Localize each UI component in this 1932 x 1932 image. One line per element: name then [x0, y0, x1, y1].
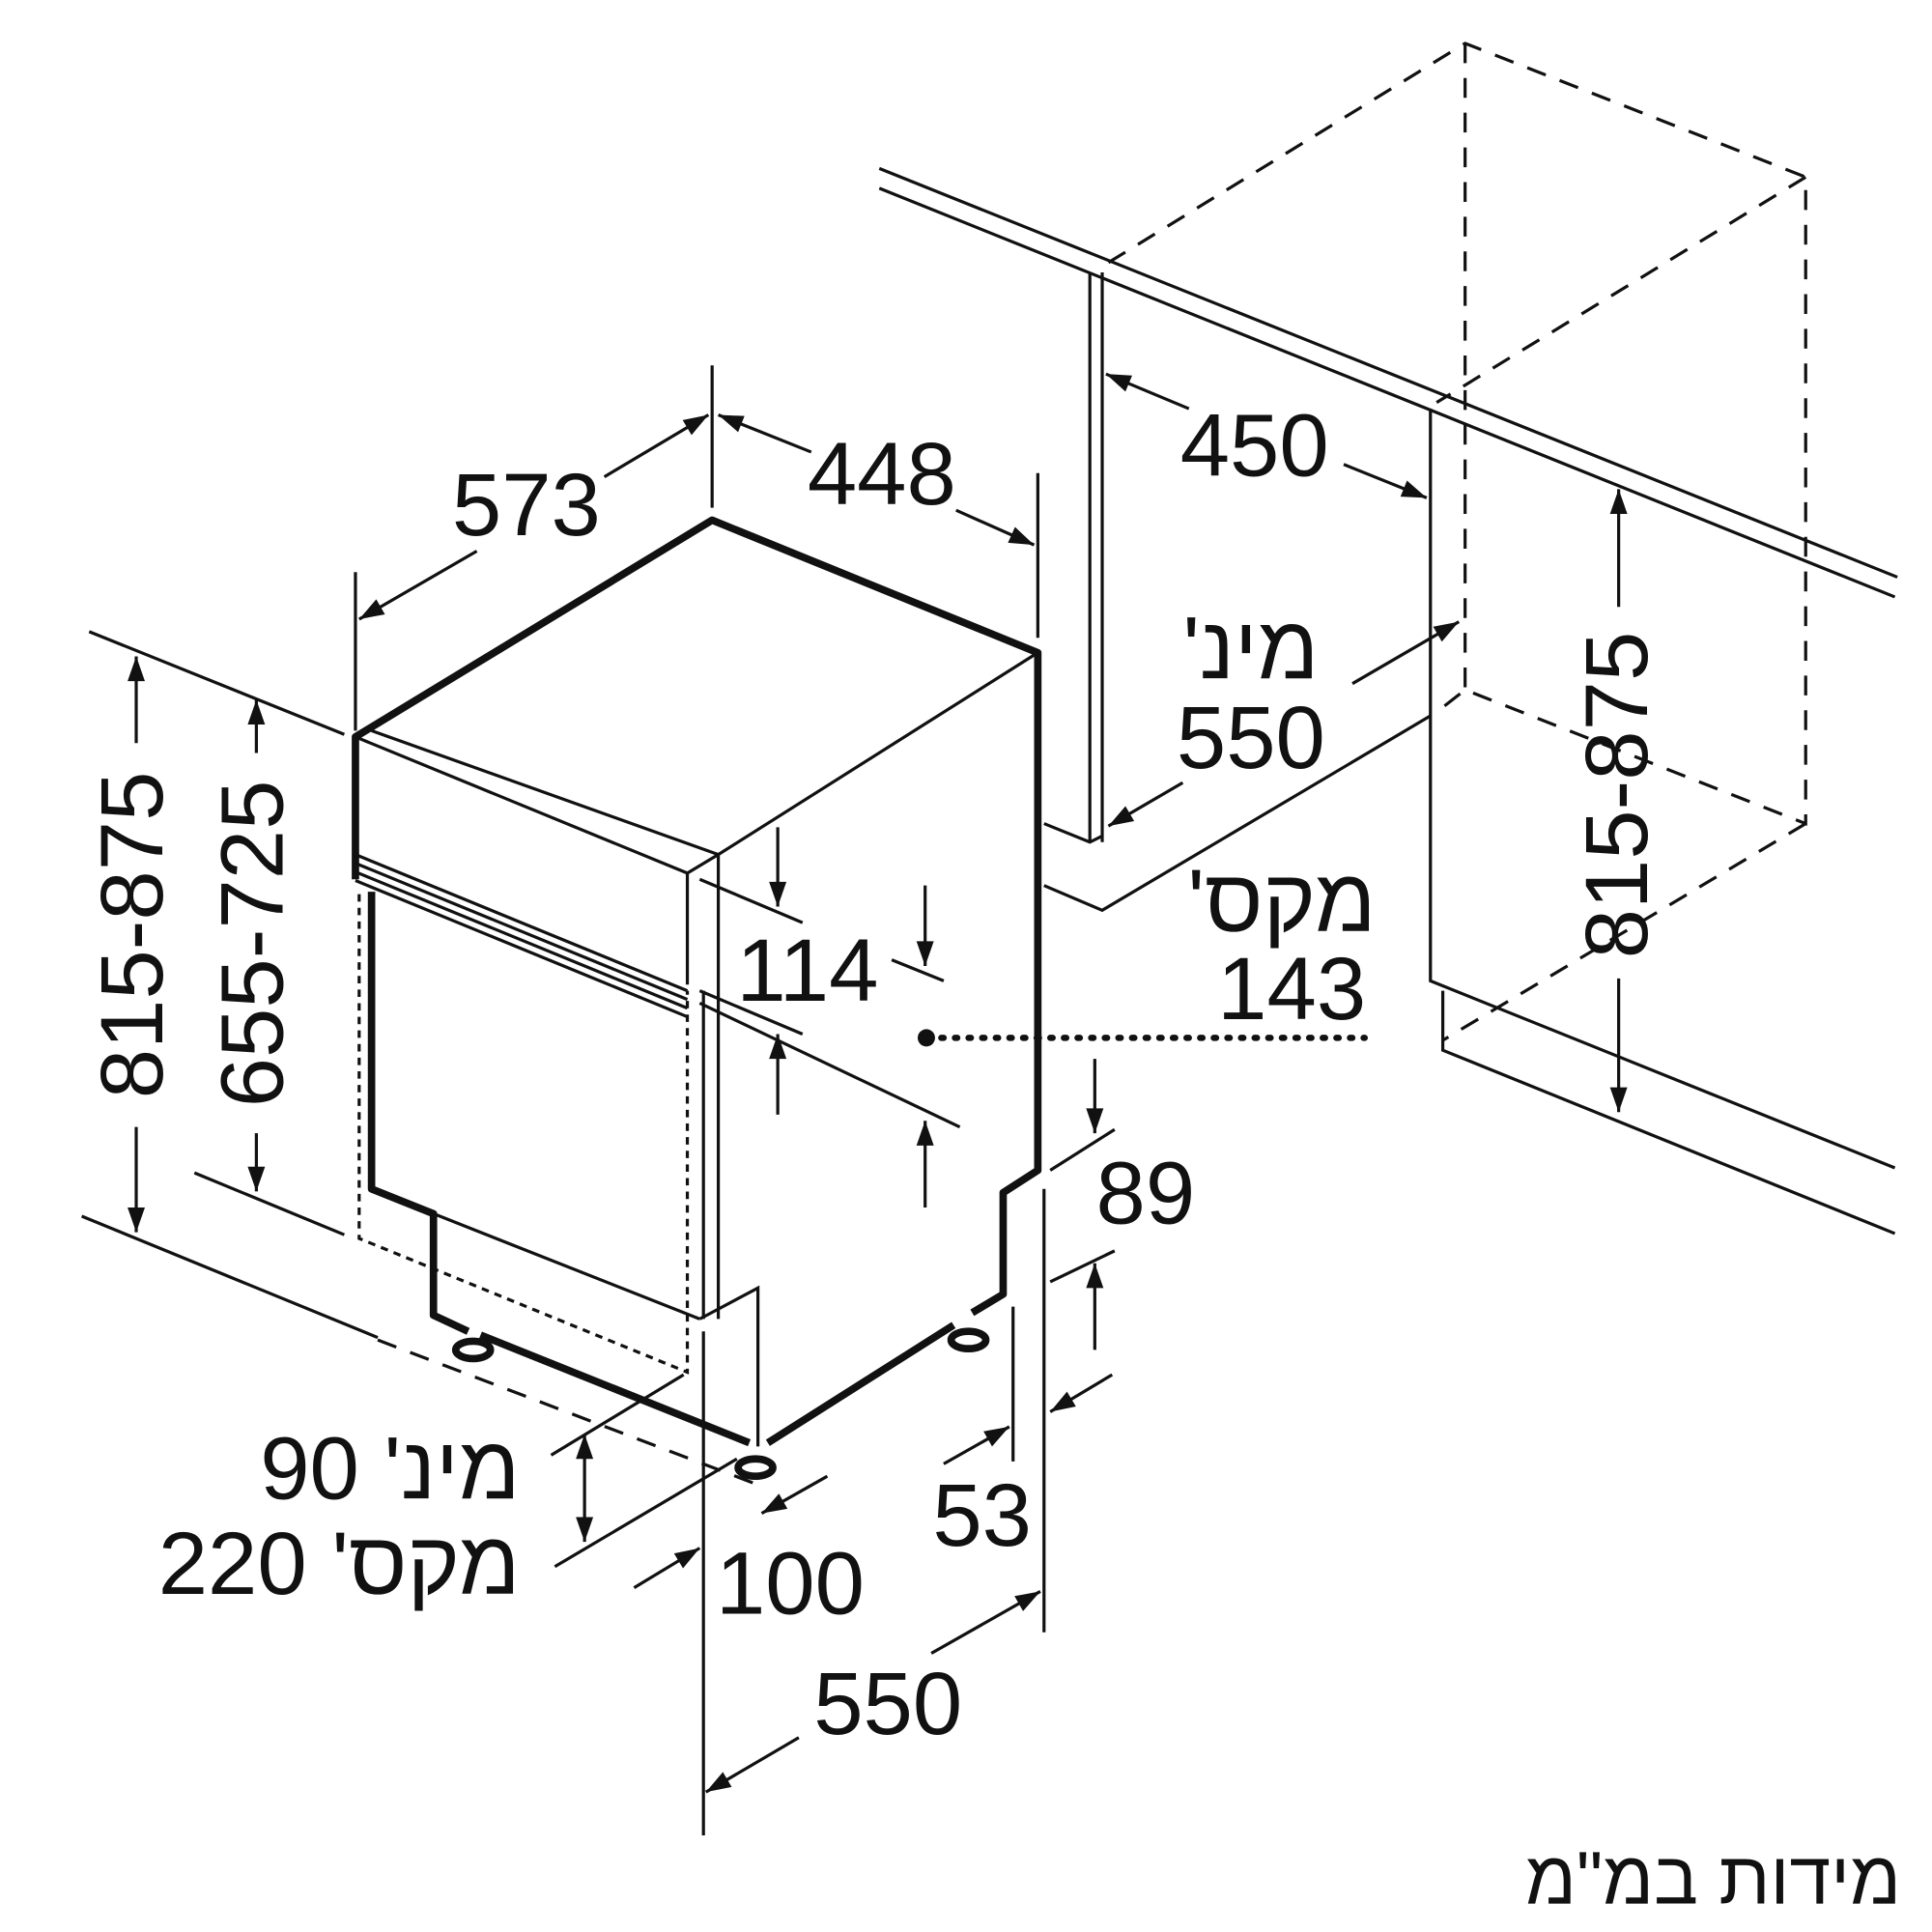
label-114: 114 — [736, 920, 878, 1020]
reference-dot — [918, 1029, 935, 1047]
label-plinth-min: מינ' 90 — [260, 1417, 520, 1518]
dimension-lines — [81, 365, 1628, 1836]
dishwasher-body — [352, 516, 1369, 1488]
label-height-left: 815-875 — [81, 772, 182, 1099]
label-height-inner: 655-725 — [201, 781, 301, 1108]
label-width-573: 573 — [452, 454, 601, 554]
label-max: מקס' — [1187, 850, 1376, 951]
label-depth-448: 448 — [808, 423, 956, 524]
cabinet-outline-dashed — [1107, 42, 1807, 1042]
label-niche-depth-450: 450 — [1180, 394, 1329, 495]
countertop — [878, 166, 1898, 599]
footer-units-note: מידות במ"מ — [1525, 1837, 1901, 1920]
adjacent-cabinets — [1043, 272, 1896, 1236]
dimension-labels: 573 448 450 מינ' 550 מקס' 143 114 89 53 … — [81, 394, 1901, 1919]
label-height-right: 815-875 — [1566, 632, 1666, 959]
label-min: מינ' — [1182, 598, 1319, 698]
label-depth-550: 550 — [813, 1653, 962, 1753]
label-100: 100 — [716, 1533, 865, 1634]
label-89: 89 — [1096, 1143, 1196, 1243]
label-plinth-max: מקס' 220 — [158, 1513, 521, 1613]
label-53: 53 — [932, 1464, 1032, 1565]
label-min-550: 550 — [1177, 687, 1325, 787]
label-max-143: 143 — [1217, 938, 1366, 1038]
